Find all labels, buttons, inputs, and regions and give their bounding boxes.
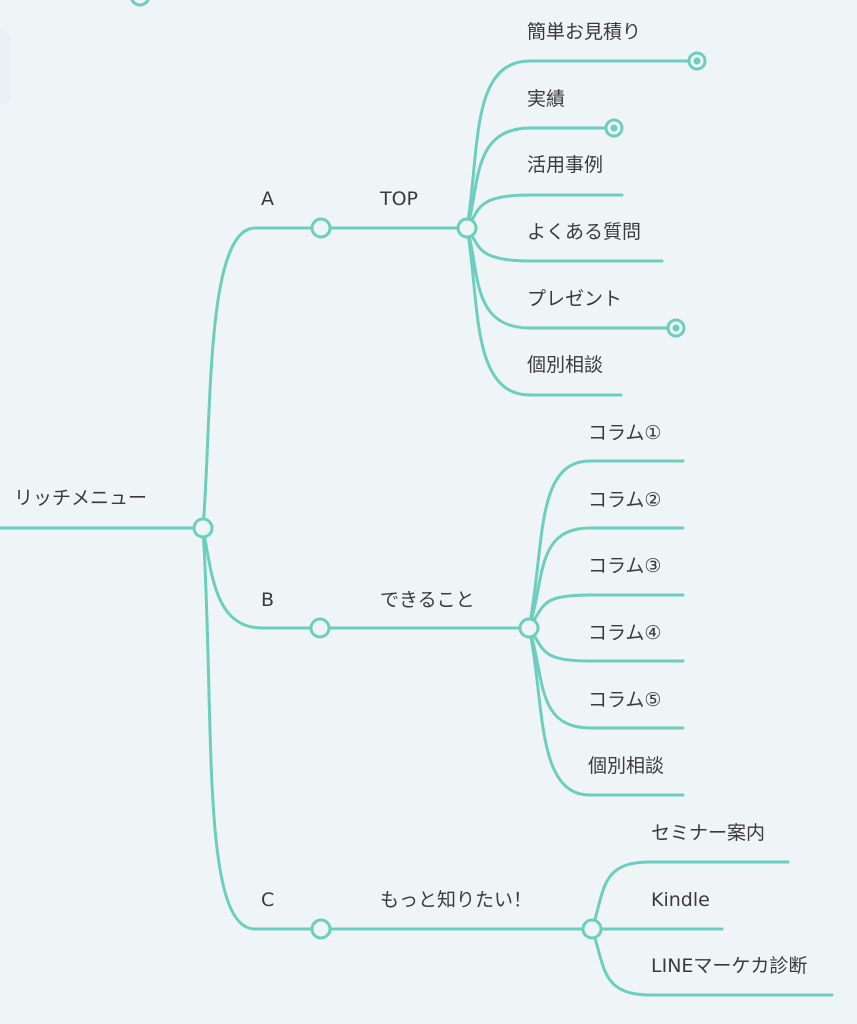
node-b[interactable] (309, 617, 331, 639)
edge-b-leaf-6 (527, 626, 685, 797)
c-leaf-2[interactable]: Kindle (651, 889, 710, 911)
b-leaf-2[interactable]: コラム② (588, 489, 662, 511)
node-top[interactable] (456, 217, 478, 239)
top-leaf-2[interactable]: 実績 (527, 88, 566, 110)
edge-b-leaf-5 (527, 626, 685, 730)
top-leaf-1[interactable]: 簡単お見積り (527, 21, 642, 43)
dekirukoto-label[interactable]: できること (380, 589, 475, 611)
edge-b-leaf-2 (527, 526, 685, 630)
edge-c-leaf-1 (590, 860, 790, 931)
link-marker-1[interactable] (687, 51, 707, 71)
edge-top-leaf-6 (465, 226, 623, 397)
branch-a-label[interactable]: A (261, 188, 274, 210)
link-marker-5[interactable] (666, 318, 686, 338)
edge-top-leaf-2 (465, 126, 616, 230)
edge-root-a (201, 226, 323, 530)
top-leaf-4[interactable]: よくある質問 (527, 221, 642, 243)
edge-root-c (201, 526, 323, 931)
b-leaf-4[interactable]: コラム④ (588, 622, 662, 644)
root-label[interactable]: リッチメニュー (14, 487, 148, 509)
node-a[interactable] (310, 217, 332, 239)
b-leaf-5[interactable]: コラム⑤ (588, 689, 662, 711)
root-node[interactable] (192, 517, 214, 539)
b-leaf-3[interactable]: コラム③ (588, 555, 662, 577)
top-leaf-5[interactable]: プレゼント (527, 288, 623, 310)
sidebar-edge (0, 30, 10, 105)
top-leaf-3[interactable]: 活用事例 (527, 154, 604, 176)
edge-root-b (201, 526, 322, 630)
c-leaf-1[interactable]: セミナー案内 (651, 822, 766, 844)
link-marker-2[interactable] (604, 118, 624, 138)
node-c[interactable] (310, 918, 332, 940)
branch-b-label[interactable]: B (261, 589, 275, 611)
edge-top-leaf-1 (465, 59, 699, 230)
top-label[interactable]: TOP (380, 188, 419, 210)
node-dekirukoto[interactable] (518, 617, 540, 639)
top-partial-node[interactable] (130, 0, 150, 7)
top-leaf-6[interactable]: 個別相談 (527, 354, 604, 376)
motto-label[interactable]: もっと知りたい！ (380, 889, 533, 911)
edge-b-leaf-1 (527, 459, 685, 630)
edge-c-leaf-3 (590, 927, 834, 997)
b-leaf-1[interactable]: コラム① (588, 422, 662, 444)
c-leaf-3[interactable]: LINEマーケカ診断 (651, 955, 808, 977)
b-leaf-6[interactable]: 個別相談 (588, 755, 665, 777)
branch-c-label[interactable]: C (261, 889, 275, 911)
node-motto[interactable] (581, 918, 603, 940)
